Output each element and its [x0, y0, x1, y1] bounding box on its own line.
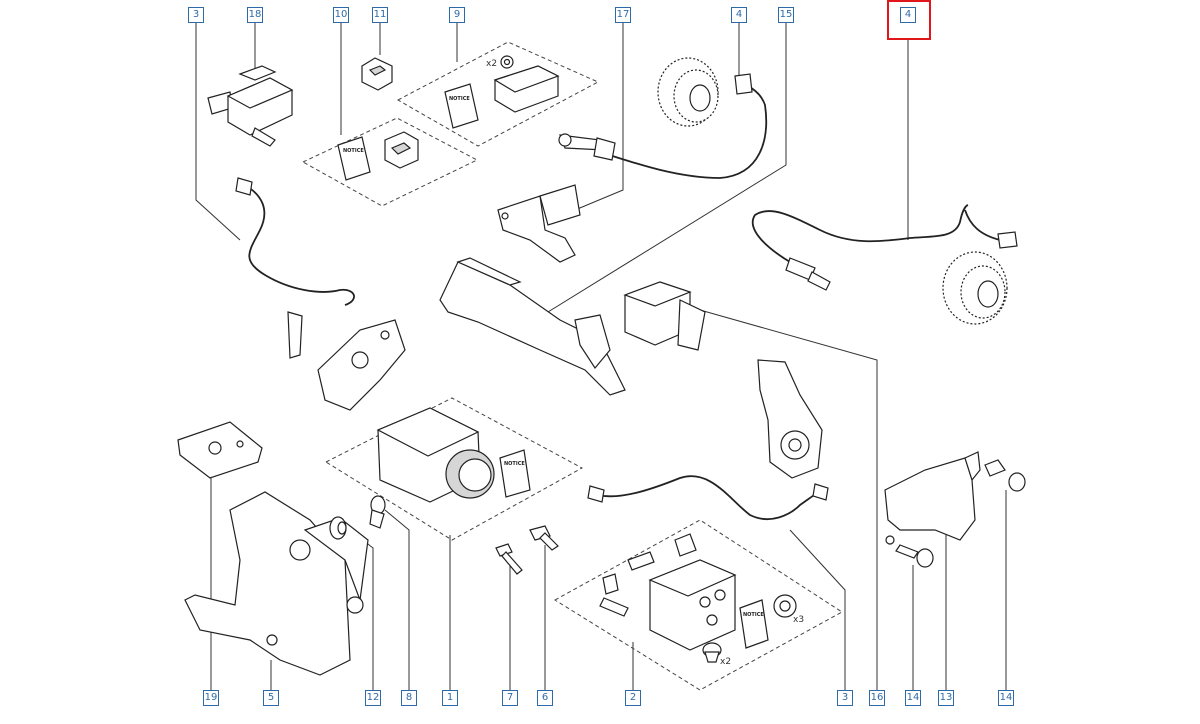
- part-10-kit: NOTICE: [337, 131, 419, 181]
- qty-nuts-label: x2: [486, 59, 497, 69]
- part-14-bolt-lower: [895, 544, 934, 568]
- ref-3-top[interactable]: 3: [188, 7, 204, 23]
- leader-lines: [195, 22, 1007, 690]
- part-9-kit: x2 NOTICE: [444, 55, 560, 129]
- qty-bolts-label: x3: [793, 615, 804, 625]
- part-3-sensor-middle: [587, 475, 829, 520]
- gear-ring-top: [657, 57, 719, 127]
- ref-15[interactable]: 15: [778, 7, 794, 23]
- ref-6[interactable]: 6: [537, 690, 553, 706]
- ref-18[interactable]: 18: [247, 7, 263, 23]
- notice-label: NOTICE: [743, 612, 764, 618]
- ref-3-bottom[interactable]: 3: [837, 690, 853, 706]
- part-15-bracket: [497, 184, 581, 263]
- part-6-bolt: [529, 525, 559, 551]
- ref-14-left[interactable]: 14: [905, 690, 921, 706]
- knuckle-right: [757, 359, 823, 479]
- ref-14-right[interactable]: 14: [998, 690, 1014, 706]
- ref-7[interactable]: 7: [502, 690, 518, 706]
- ref-17[interactable]: 17: [615, 7, 631, 23]
- part-4-sensor: [752, 204, 1018, 291]
- ref-1[interactable]: 1: [442, 690, 458, 706]
- ref-19[interactable]: 19: [203, 690, 219, 706]
- ref-9[interactable]: 9: [449, 7, 465, 23]
- notice-label: NOTICE: [504, 461, 525, 467]
- part-11-bracket: [361, 57, 393, 91]
- ref-8[interactable]: 8: [401, 690, 417, 706]
- ref-2[interactable]: 2: [625, 690, 641, 706]
- ref-16[interactable]: 16: [869, 690, 885, 706]
- part-3-sensor-left: [235, 177, 406, 411]
- ref-11[interactable]: 11: [372, 7, 388, 23]
- part-17-sensor: [558, 73, 768, 179]
- notice-label: NOTICE: [343, 148, 364, 154]
- part-1-abs-unit: NOTICE: [376, 407, 531, 503]
- notice-label: NOTICE: [449, 96, 470, 102]
- highlight-frame: [887, 0, 931, 40]
- part-13-shield: [884, 451, 981, 545]
- ref-13[interactable]: 13: [938, 690, 954, 706]
- part-8-bolt: [369, 495, 386, 529]
- ref-4-top[interactable]: 4: [731, 7, 747, 23]
- part-16-module: [623, 281, 706, 351]
- part-15-rail: [439, 257, 626, 396]
- ref-10[interactable]: 10: [333, 7, 349, 23]
- ref-5[interactable]: 5: [263, 690, 279, 706]
- part-14-bolt-right: [984, 459, 1026, 492]
- part-18-module: [207, 65, 294, 147]
- qty-plugs-label: x2: [720, 657, 731, 667]
- part-19-plate: [177, 421, 263, 479]
- gear-ring-right: [942, 251, 1008, 325]
- part-7-bolt: [495, 543, 523, 575]
- ref-12[interactable]: 12: [365, 690, 381, 706]
- part-12-grommet: [329, 516, 347, 540]
- part-2-kit: NOTICE x3 x2: [599, 533, 804, 667]
- ref-4-highlighted[interactable]: 4: [900, 7, 916, 23]
